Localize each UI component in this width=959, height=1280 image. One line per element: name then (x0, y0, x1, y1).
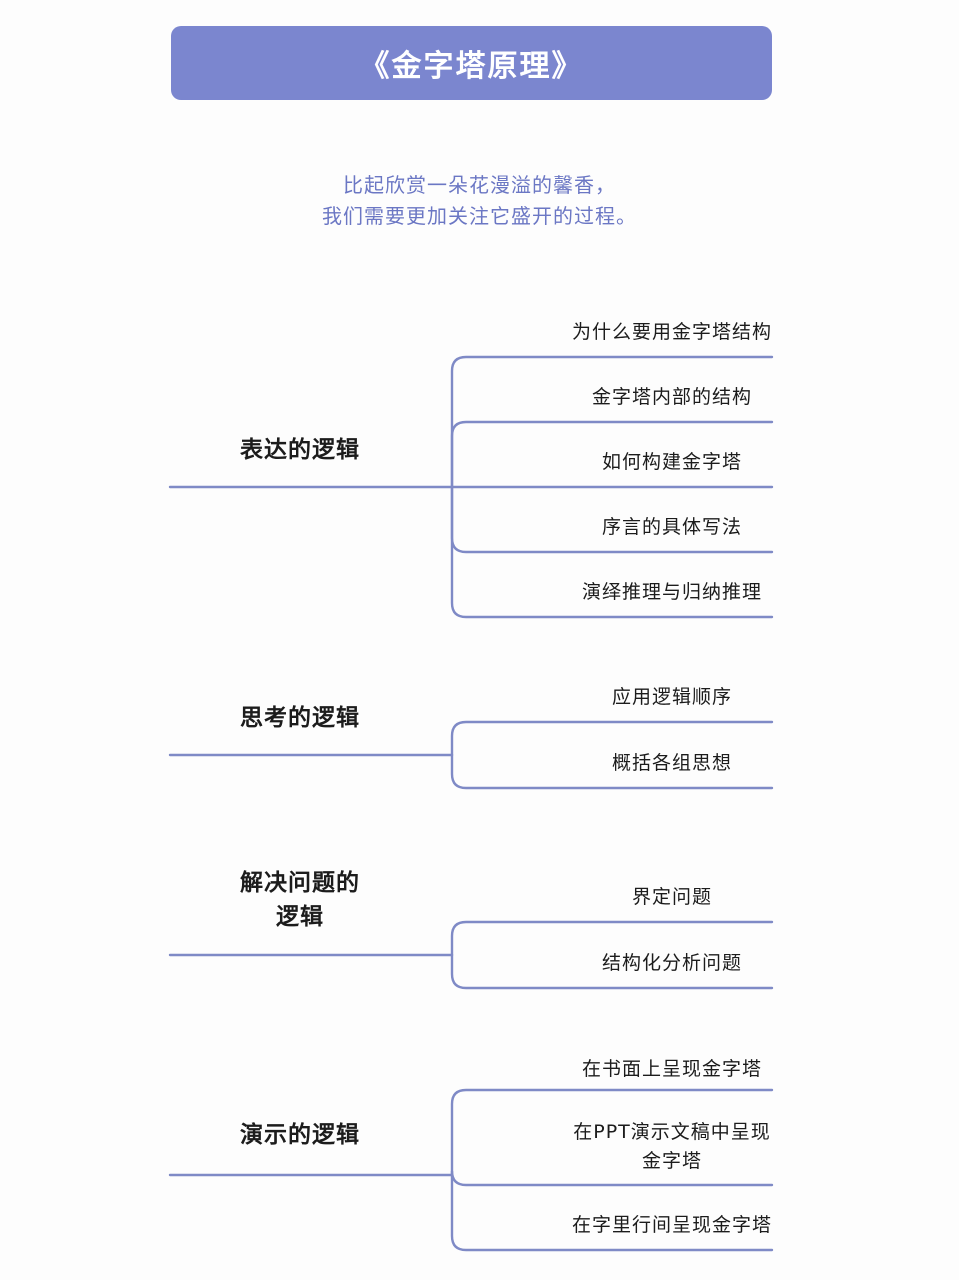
mindmap-branch-label[interactable]: 思考的逻辑 (240, 705, 360, 731)
subtitle-line-1: 比起欣赏一朵花漫溢的馨香， (343, 173, 616, 197)
mindmap-child-label[interactable]: 在字里行间呈现金字塔 (571, 1214, 773, 1236)
mindmap-branch-label[interactable]: 演示的逻辑 (240, 1122, 360, 1148)
title-banner: 《金字塔原理》 (171, 26, 772, 100)
mindmap-branch-label[interactable]: 表达的逻辑 (240, 437, 360, 463)
mindmap-child-label[interactable]: 应用逻辑顺序 (611, 686, 733, 708)
mindmap-branch-label[interactable]: 解决问题的 逻辑 (240, 870, 360, 930)
mindmap-child-label[interactable]: 金字塔内部的结构 (591, 386, 753, 408)
mindmap-child-label[interactable]: 为什么要用金字塔结构 (571, 321, 773, 343)
mindmap-child-label[interactable]: 在书面上呈现金字塔 (581, 1058, 763, 1080)
subtitle-line-2: 我们需要更加关注它盛开的过程。 (322, 204, 637, 228)
mindmap-child-label[interactable]: 序言的具体写法 (601, 516, 743, 538)
mindmap-child-label[interactable]: 概括各组思想 (611, 752, 733, 774)
page-title: 《金字塔原理》 (359, 49, 584, 84)
mindmap-child-label[interactable]: 结构化分析问题 (601, 952, 743, 974)
subtitle-block: 比起欣赏一朵花漫溢的馨香， 我们需要更加关注它盛开的过程。 (0, 170, 959, 232)
mindmap-child-label[interactable]: 如何构建金字塔 (601, 451, 743, 473)
mindmap-child-label[interactable]: 演绎推理与归纳推理 (581, 581, 763, 603)
mindmap-child-label[interactable]: 界定问题 (631, 886, 713, 908)
mindmap-child-label[interactable]: 在PPT演示文稿中呈现 金字塔 (573, 1121, 771, 1172)
